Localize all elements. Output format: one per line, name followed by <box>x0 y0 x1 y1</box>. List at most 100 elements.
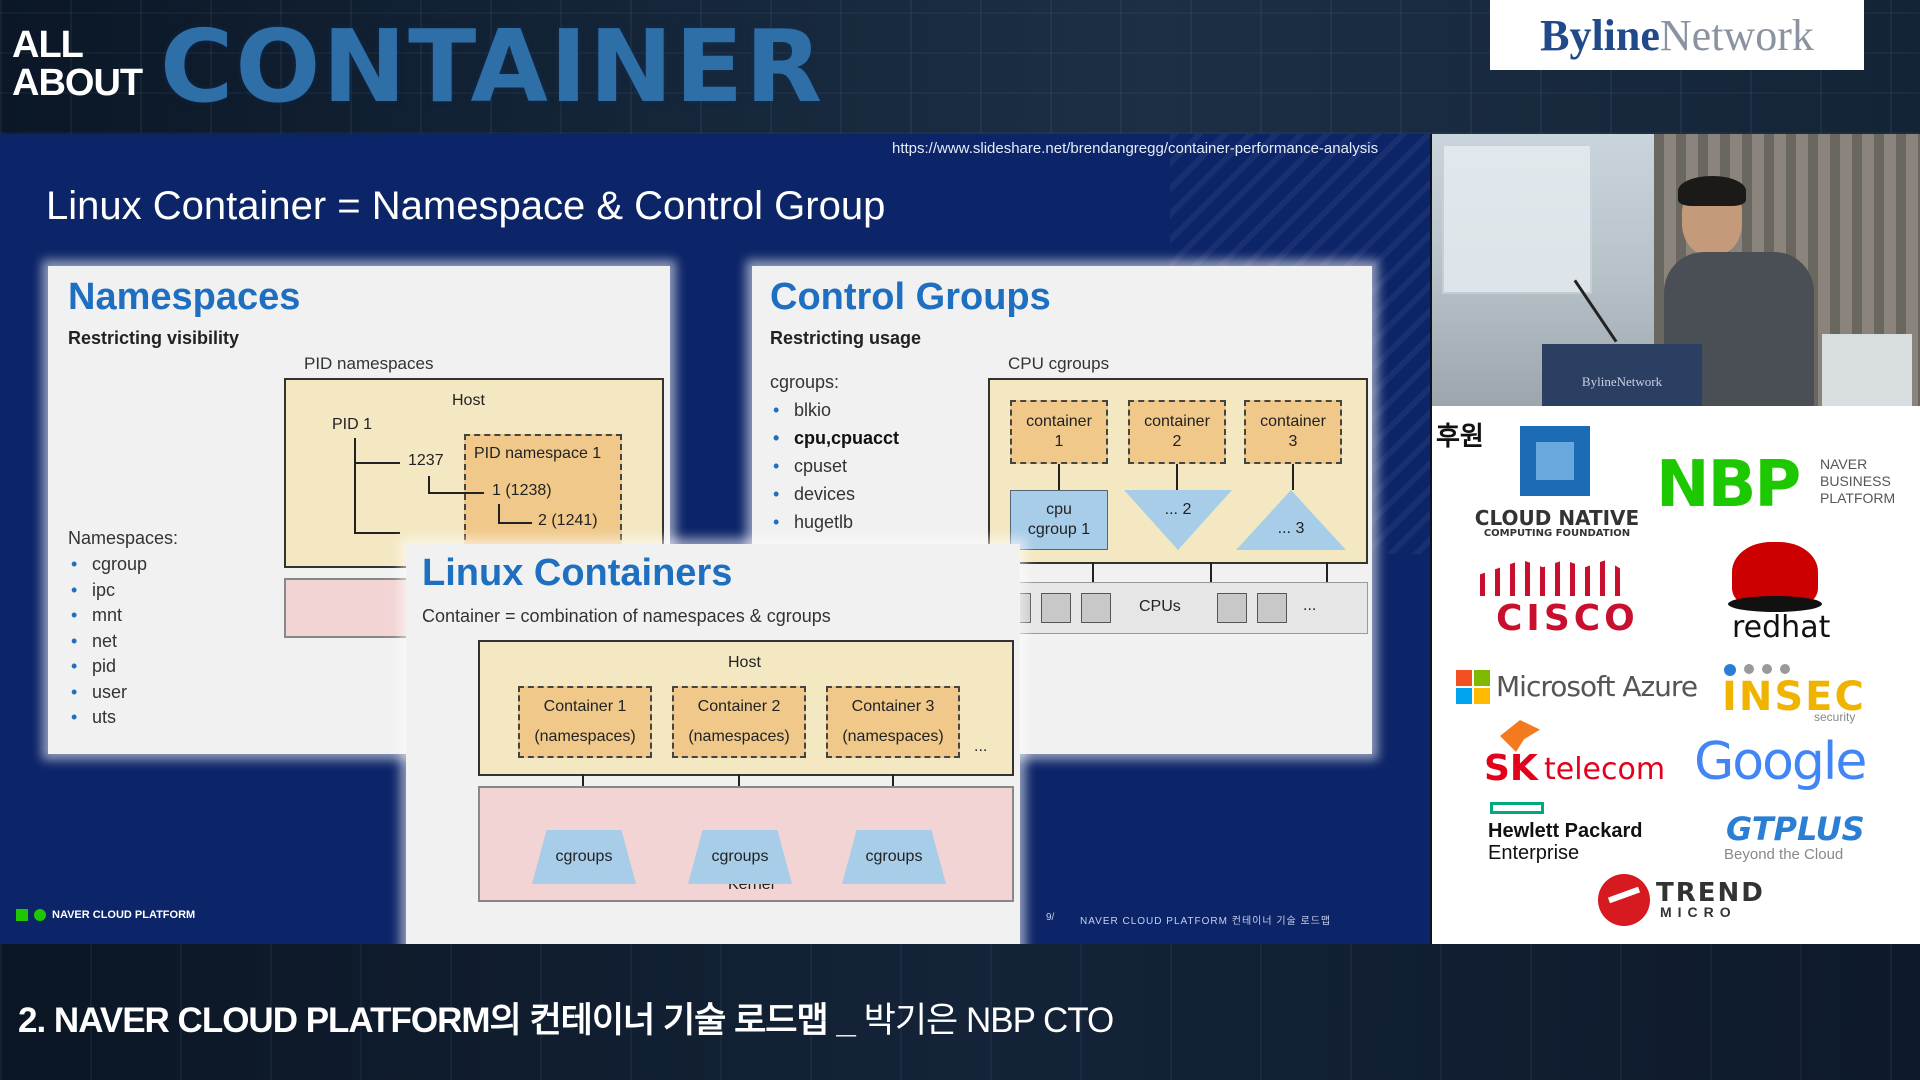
event-logo-container: CONTAINER <box>160 8 825 125</box>
linux-container-3-box: Container 3 (namespaces) <box>826 686 960 758</box>
hpe-rect-icon <box>1490 802 1544 814</box>
host-box: Host PID 1 1237 PID namespace 1 1 (1238)… <box>284 378 664 570</box>
pid-namespaces-label: PID namespaces <box>304 354 434 373</box>
container-name: Container 3 <box>851 698 935 715</box>
linux-container-2-box: Container 2 (namespaces) <box>672 686 806 758</box>
cpus-label: CPUs <box>1139 598 1181 615</box>
gtplus-sub: Beyond the Cloud <box>1724 846 1844 863</box>
control-groups-title: Control Groups <box>770 276 1051 318</box>
list-item: ipc <box>68 578 147 604</box>
cgroups-list: blkio cpu,cpuacct cpuset devices hugetlb <box>770 396 899 536</box>
list-item: uts <box>68 705 147 731</box>
telecom-logo: telecom <box>1544 752 1666 787</box>
cpu-cgroup-3-shape: ... 3 <box>1236 490 1346 550</box>
list-item: cpuset <box>770 452 899 480</box>
nbp-text-1: NAVER <box>1820 456 1868 472</box>
list-item: devices <box>770 480 899 508</box>
namespaces-list: cgroup ipc mnt net pid user uts <box>68 552 147 731</box>
container-sub: (namespaces) <box>534 728 636 745</box>
linux-containers-subtitle: Container = combination of namespaces & … <box>422 606 831 626</box>
insec-sub: security <box>1814 710 1856 724</box>
cncf-sub: COMPUTING FOUNDATION <box>1483 528 1631 539</box>
nbp-logo: NBP <box>1656 448 1801 522</box>
byline-logo-part1: Byline <box>1540 10 1660 60</box>
container-label: container <box>1144 413 1210 430</box>
container-label: container <box>1026 413 1092 430</box>
redhat-logo: redhat <box>1732 610 1831 645</box>
cgroups-shape-3: cgroups <box>842 830 946 884</box>
cncf-name: CLOUD NATIVE <box>1474 506 1640 530</box>
list-item: cgroup <box>68 552 147 578</box>
pid-1237: 1237 <box>408 452 444 469</box>
container-name: Container 2 <box>697 698 781 715</box>
slide-footer-text: NAVER CLOUD PLATFORM 컨테이너 기술 로드맵 <box>1080 916 1332 927</box>
sponsors-label: 후원 <box>1436 422 1484 452</box>
nbp-text-3: PLATFORM <box>1820 490 1896 506</box>
session-title: 2. NAVER CLOUD PLATFORM의 컨테이너 기술 로드맵 _ <box>18 1001 856 1040</box>
hpe-sub: Enterprise <box>1488 842 1580 864</box>
naver-cloud-footer-logo: NAVER CLOUD PLATFORM <box>16 909 195 921</box>
list-item: net <box>68 629 147 655</box>
container-number: 2 <box>1172 433 1182 450</box>
nbp-text: NAVER BUSINESS PLATFORM <box>1820 456 1895 507</box>
list-item: mnt <box>68 603 147 629</box>
footer-logo-text: NAVER CLOUD PLATFORM <box>52 909 196 921</box>
list-item: cpu,cpuacct <box>770 424 899 452</box>
azure-logo: Microsoft Azure <box>1496 670 1698 703</box>
list-item: pid <box>68 654 147 680</box>
slide-page-number: 9/ <box>1046 912 1055 923</box>
pid-namespace-label: PID namespace 1 <box>474 445 602 462</box>
container-name: Container 1 <box>543 698 627 715</box>
insec-logo: INSEC <box>1722 674 1866 720</box>
source-url: https://www.slideshare.net/brendangregg/… <box>892 140 1379 157</box>
cgroups-label: cgroups <box>711 848 769 865</box>
redhat-hat-icon <box>1728 542 1822 612</box>
cpus-box: CPUs ... <box>988 582 1368 634</box>
trend-logo: TREND <box>1656 878 1765 908</box>
list-item: user <box>68 680 147 706</box>
gtplus-logo: GTPLUS <box>1726 810 1865 848</box>
podium: BylineNetwork <box>1542 344 1702 406</box>
container-1-box: container 1 <box>1010 400 1108 464</box>
pid-1241: 2 (1241) <box>538 512 598 529</box>
session-caption: 2. NAVER CLOUD PLATFORM의 컨테이너 기술 로드맵 _ 박… <box>18 992 1115 1043</box>
linux-ellipsis: ... <box>974 738 988 755</box>
slide-title: Linux Container = Namespace & Control Gr… <box>46 184 886 228</box>
list-item: blkio <box>770 396 899 424</box>
cgroups-label: cgroups <box>865 848 923 865</box>
container-2-box: container 2 <box>1128 400 1226 464</box>
cgroups-shape-1: cgroups <box>532 830 636 884</box>
session-speaker: 박기은 NBP CTO <box>854 1001 1115 1040</box>
container-3-box: container 3 <box>1244 400 1342 464</box>
cpu-cgroup-label-b: cgroup 1 <box>1027 521 1091 538</box>
cpus-ellipsis: ... <box>1303 597 1317 614</box>
micro-logo: MICRO <box>1660 904 1737 920</box>
namespaces-subtitle: Restricting visibility <box>68 328 240 348</box>
brand-all-text: ALL <box>12 24 84 66</box>
cpu-cgroup-3-label: ... 3 <box>1277 520 1305 537</box>
pid-1238: 1 (1238) <box>492 482 552 499</box>
brand-about-text: ABOUT <box>12 62 143 104</box>
google-logo: Google <box>1694 732 1867 792</box>
microphone-icon <box>1573 279 1618 343</box>
container-sub: (namespaces) <box>688 728 790 745</box>
container-number: 1 <box>1054 433 1064 450</box>
cisco-logo: CISCO <box>1496 598 1639 639</box>
presentation-slide: https://www.slideshare.net/brendangregg/… <box>0 134 1430 944</box>
lower-third-banner <box>0 944 1920 1080</box>
linux-host-box: Host Container 1 (namespaces) Container … <box>478 640 1014 776</box>
nbp-text-2: BUSINESS <box>1820 473 1891 489</box>
cpu-cgroup-2-label: ... 2 <box>1164 501 1192 518</box>
cgroups-shape-2: cgroups <box>688 830 792 884</box>
trend-micro-icon <box>1598 874 1650 926</box>
linux-containers-title: Linux Containers <box>422 552 733 594</box>
container-sub: (namespaces) <box>842 728 944 745</box>
control-groups-subtitle: Restricting usage <box>770 328 922 348</box>
microsoft-logo-icon <box>1456 670 1490 704</box>
podium-logo-text: BylineNetwork <box>1581 374 1663 389</box>
cpu-host-box: container 1 container 2 container 3 cpu … <box>988 378 1368 564</box>
container-label: container <box>1260 413 1326 430</box>
container-number: 3 <box>1288 433 1298 450</box>
naver-logo-icon <box>16 909 28 921</box>
